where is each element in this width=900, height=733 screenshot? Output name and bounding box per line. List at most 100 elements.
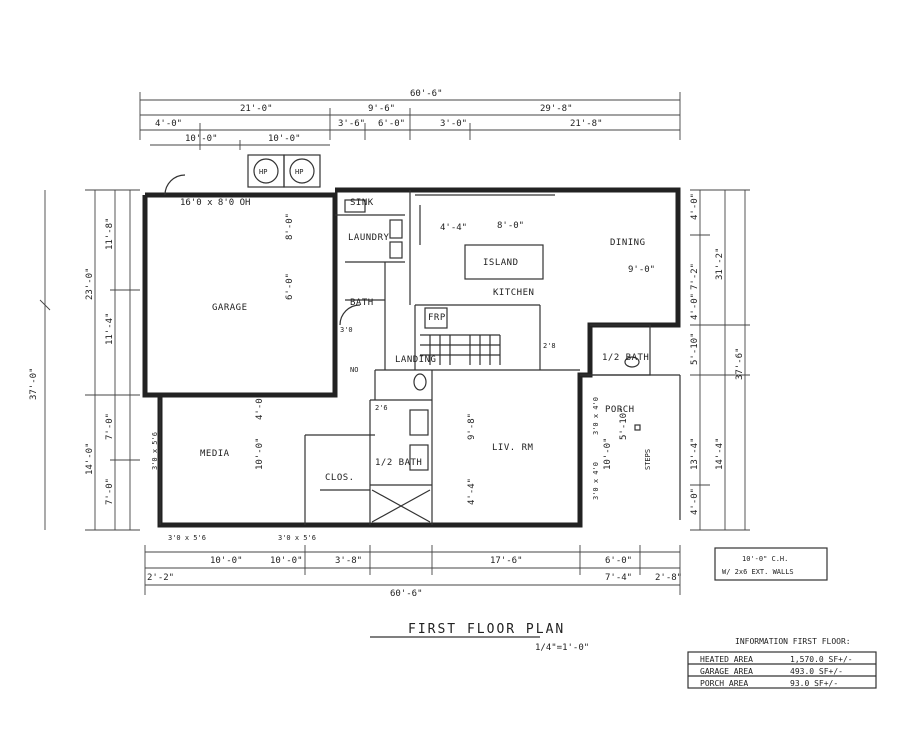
dim-media-w: 4'-0" (255, 393, 265, 420)
room-fireplace: FRP (428, 313, 446, 323)
interior-door-swing (339, 304, 361, 326)
no-label: NO (350, 366, 358, 374)
dim-top-d2: 3'-6" (338, 119, 365, 129)
dim-top-e1: 10'-0" (185, 134, 218, 144)
info-row-label: HEATED AREA (700, 655, 753, 664)
win-4: 3'0 x 4'0 (592, 397, 600, 435)
room-dining: DINING (610, 238, 646, 248)
heat-pump-units: HP HP (247, 154, 321, 188)
room-landing: LANDING (395, 355, 436, 365)
room-media: MEDIA (200, 449, 230, 459)
info-row-label: PORCH AREA (700, 679, 748, 688)
dim-right-c3: 4'-0" (690, 293, 700, 320)
stairs (420, 334, 501, 365)
dim-bottom-a: 10'-0" (210, 556, 243, 566)
room-living: LIV. RM (492, 443, 534, 453)
dim-kitchen-h: 4'-4" (440, 223, 467, 233)
win-2: 3'0 x 5'6 (278, 534, 316, 542)
dim-left-c1: 11'-8" (105, 217, 115, 250)
room-bath: BATH (350, 298, 374, 308)
right-dimensions: 4'-0" 7'-2" 4'-0" 5'-10" 13'-4" 4'-0" 31… (690, 189, 750, 531)
dim-right-c1: 4'-0" (690, 193, 700, 220)
garage-entry-door-swing (164, 174, 186, 196)
dim-left-c3: 7'-0" (105, 413, 115, 440)
dim-right-c5: 13'-4" (690, 437, 700, 470)
dim-bottom-h: 2'-8" (655, 573, 682, 583)
room-bath-2: 1/2 BATH (375, 458, 422, 468)
room-steps: STEPS (644, 449, 652, 470)
dim-top-e2: 10'-0" (268, 134, 301, 144)
dim-top-d1: 4'-0" (155, 119, 182, 129)
dim-top-d5: 21'-8" (570, 119, 603, 129)
dim-porch-w: 5'-10" (619, 407, 629, 440)
win-5: 3'0 x 4'0 (592, 462, 600, 500)
room-island: ISLAND (483, 258, 519, 268)
ceiling-note: 10'-0" C.H. W/ 2x6 EXT. WALLS (714, 547, 828, 581)
dim-left-c4: 7'-0" (105, 478, 115, 505)
room-half-bath: 1/2 BATH (602, 353, 649, 363)
door-1: 3'0 (340, 326, 353, 334)
dim-right-a: 31'-2" (715, 247, 725, 280)
info-row-value: 1,570.0 SF+/- (790, 655, 853, 664)
room-laundry: LAUNDRY (348, 233, 390, 243)
dim-dining-w: 9'-0" (628, 265, 655, 275)
info-row-value: 93.0 SF+/- (790, 679, 838, 688)
info-header: INFORMATION FIRST FLOOR: (735, 637, 851, 646)
area-info-table: INFORMATION FIRST FLOOR: HEATED AREA 1,5… (687, 637, 877, 689)
dim-left-overall: 37'-0" (29, 367, 39, 400)
dim-liv-h2: 4'-4" (467, 478, 477, 505)
dim-media-h: 10'-0" (255, 437, 265, 470)
plan-scale: 1/4"=1'-0" (535, 643, 589, 653)
dim-bottom-f: 7'-4" (605, 573, 632, 583)
hp-label-1: HP (259, 168, 267, 176)
dim-bottom-b: 10'-0" (270, 556, 303, 566)
note-line-2: W/ 2x6 EXT. WALLS (722, 568, 794, 576)
room-sink: SINK (350, 198, 374, 208)
dim-top-b: 9'-6" (368, 104, 395, 114)
dim-right-b: 14'-4" (715, 437, 725, 470)
room-closet: CLOS. (325, 473, 355, 483)
left-dimensions: 37'-0" 23'-0" 14'-0" 11'-8" 11'-4" 7'-0"… (29, 189, 140, 531)
win-1: 3'0 x 5'6 (168, 534, 206, 542)
dim-top-d3: 6'-0" (378, 119, 405, 129)
dim-island-w: 8'-0" (497, 221, 524, 231)
top-dimensions: 60'-6" 21'-0" 9'-6" 29'-8" 4'-0" 3'-6" 6… (139, 89, 681, 150)
dim-left-c2: 11'-4" (105, 312, 115, 345)
dim-top-c: 29'-8" (540, 104, 573, 114)
room-kitchen: KITCHEN (493, 288, 534, 298)
dim-bottom-g: 2'-2" (147, 573, 174, 583)
room-garage: GARAGE (212, 303, 248, 313)
note-line-1: 10'-0" C.H. (742, 555, 788, 563)
dim-left-a: 23'-0" (85, 267, 95, 300)
dim-top-a: 21'-0" (240, 104, 273, 114)
dim-liv-h: 9'-8" (467, 413, 477, 440)
door-3: 2'8 (543, 342, 556, 350)
dim-right-c2: 7'-2" (690, 263, 700, 290)
dim-left-b: 14'-0" (85, 442, 95, 475)
plan-title: FIRST FLOOR PLAN (408, 622, 565, 637)
room-porch: PORCH (605, 405, 635, 415)
dim-bottom-e: 6'-0" (605, 556, 632, 566)
dim-right-c6: 4'-0" (690, 488, 700, 515)
dim-garage-door: 16'0 x 8'0 OH (180, 198, 250, 208)
dim-top-overall: 60'-6" (410, 89, 443, 99)
dim-bottom-d: 17'-6" (490, 556, 523, 566)
dim-bottom-c: 3'-8" (335, 556, 362, 566)
interior-dimensions: 16'0 x 8'0 OH 8'-0" 6'-0" 9'-0" 8'-0" 4'… (151, 198, 655, 542)
interior-walls (159, 190, 681, 525)
dim-garage-w: 6'-0" (285, 273, 295, 300)
dim-bottom-overall: 60'-6" (390, 589, 423, 599)
info-row-value: 493.0 SF+/- (790, 667, 843, 676)
dim-top-d4: 3'-0" (440, 119, 467, 129)
dim-right-c4: 5'-10" (690, 332, 700, 365)
door-2: 2'6 (375, 404, 388, 412)
dim-garage-depth: 8'-0" (285, 213, 295, 240)
info-row-label: GARAGE AREA (700, 667, 753, 676)
bottom-dimensions: 10'-0" 10'-0" 3'-8" 17'-6" 6'-0" 7'-4" 2… (144, 545, 682, 599)
title-block: FIRST FLOOR PLAN 1/4"=1'-0" (370, 622, 589, 653)
dim-right-overall: 37'-6" (735, 347, 745, 380)
room-labels: GARAGE LAUNDRY SINK KITCHEN ISLAND DININ… (200, 198, 652, 483)
dim-porch-h: 10'-0" (603, 437, 613, 470)
hp-label-2: HP (295, 168, 303, 176)
